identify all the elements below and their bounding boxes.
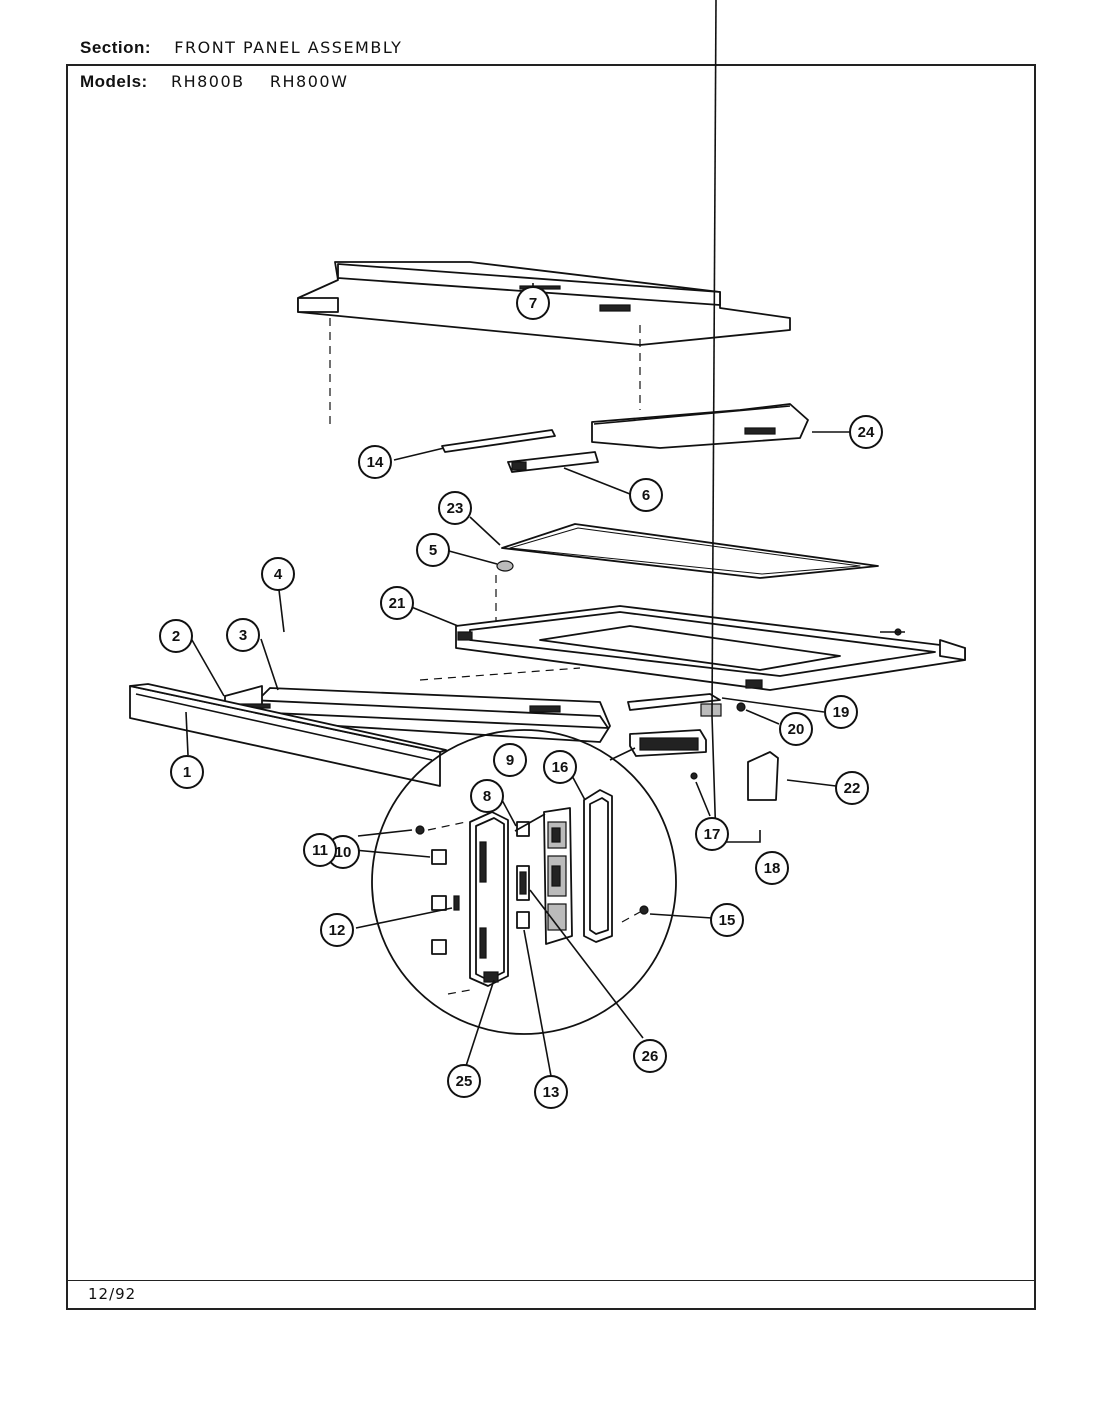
part-9-overlay [543,807,573,945]
part-18-clip [700,703,722,717]
callout-label: 4 [274,566,283,583]
callout-label: 19 [833,704,850,721]
callout-label: 5 [429,542,437,559]
callout-label: 1 [183,764,191,781]
callout-label: 20 [788,721,805,738]
models-label: Models: [80,72,148,91]
callout-label: 26 [642,1048,659,1065]
callout-label: 21 [389,595,406,612]
models-heading: Models: RH800B RH800W [80,72,348,92]
part-7-top-frame [297,261,809,449]
section-heading: Section: FRONT PANEL ASSEMBLY [80,38,402,58]
callout-label: 18 [764,860,781,877]
part-6-bracket [507,451,599,473]
callout-label: 14 [367,454,384,471]
callout-11: 11 [303,833,337,867]
callout-label: 16 [552,759,569,776]
part-11-key [431,849,447,865]
part-12-key [431,895,447,911]
callout-label: 12 [329,922,346,939]
part-16-trim [583,789,613,943]
model-2: RH800W [269,72,349,91]
part-13-button [516,911,530,929]
callout-label: 11 [312,842,328,859]
part-1-front-strip [129,683,447,787]
part-15-screw [639,905,649,915]
section-value: FRONT PANEL ASSEMBLY [174,38,403,57]
callout-label: 17 [704,826,721,843]
part-5-pad [496,560,514,572]
callout-19: 19 [824,695,858,729]
part-10-screw [415,825,425,835]
callout-18: 18 [755,851,789,885]
part-19-strip [627,693,721,711]
callout-14: 14 [358,445,392,479]
callout-label: 13 [543,1084,560,1101]
callout-label: 8 [483,788,491,805]
callout-13: 13 [534,1075,568,1109]
callout-22: 22 [835,771,869,805]
part-20-screw [736,702,746,712]
part-21-main-frame [455,605,966,691]
callout-25: 25 [447,1064,481,1098]
callout-label: 25 [456,1073,473,1090]
callout-8: 8 [470,779,504,813]
callout-label: 10 [335,844,352,861]
callout-1: 1 [170,755,204,789]
callout-label: 23 [447,500,464,517]
part-14-strip [441,429,556,453]
key [431,939,447,955]
callout-2: 2 [159,619,193,653]
part-25-panel [469,811,509,987]
callout-5: 5 [416,533,450,567]
callout-26: 26 [633,1039,667,1073]
callout-7: 7 [516,286,550,320]
callout-23: 23 [438,491,472,525]
callout-label: 24 [858,424,875,441]
detail-view [371,729,677,1035]
callout-21: 21 [380,586,414,620]
part-22-card [747,751,779,801]
part-control-board [629,729,707,757]
callout-label: 2 [172,628,180,645]
diagram-frame [66,64,1036,1310]
callout-24: 24 [849,415,883,449]
callout-20: 20 [779,712,813,746]
section-label: Section: [80,38,152,57]
callout-label: 9 [506,752,514,769]
callout-label: 6 [642,487,650,504]
callout-12: 12 [320,913,354,947]
callout-label: 3 [239,627,247,644]
part-17-screw [690,772,698,780]
callout-3: 3 [226,618,260,652]
footer-date: 12/92 [88,1285,137,1303]
part-23-glass [495,523,879,640]
callout-6: 6 [629,478,663,512]
callout-4: 4 [261,557,295,591]
callout-9: 9 [493,743,527,777]
model-1: RH800B [170,72,245,91]
footer-divider [66,1280,1036,1281]
callout-15: 15 [710,903,744,937]
callout-17: 17 [695,817,729,851]
callout-16: 16 [543,750,577,784]
callout-label: 15 [719,912,736,929]
callout-label: 7 [529,295,537,312]
callout-label: 22 [844,780,861,797]
